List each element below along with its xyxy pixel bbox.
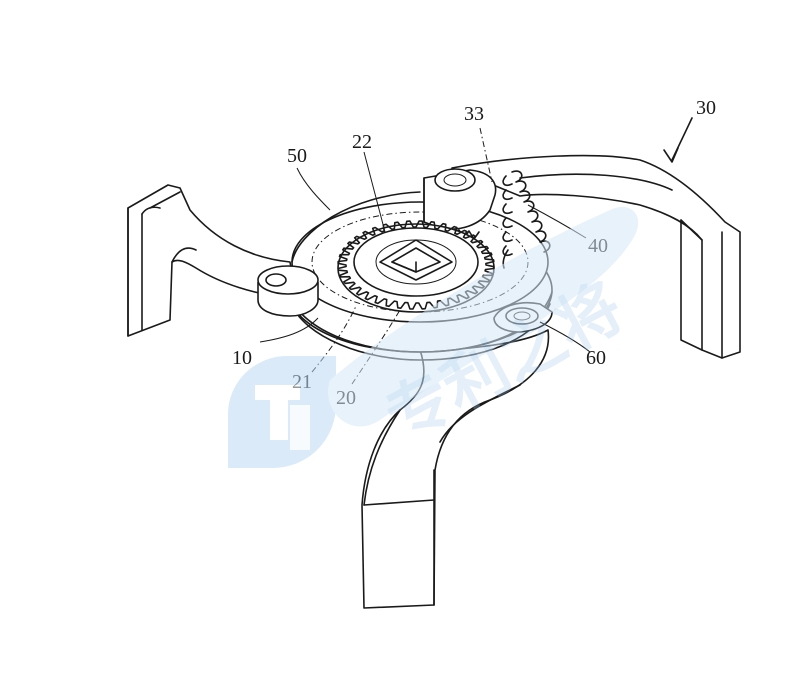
label-22: 22 [352, 131, 372, 153]
label-30: 30 [696, 97, 716, 119]
right-jaw-arm [451, 154, 741, 359]
watermark-band [328, 206, 639, 427]
label-50: 50 [287, 145, 307, 167]
square-drive [379, 239, 453, 281]
label-10: 10 [232, 347, 252, 369]
upper-pawl [423, 168, 497, 240]
left-jaw-arm [127, 184, 297, 337]
label-60: 60 [586, 347, 606, 369]
label-33: 33 [464, 103, 484, 125]
left-pivot-boss [257, 265, 319, 317]
